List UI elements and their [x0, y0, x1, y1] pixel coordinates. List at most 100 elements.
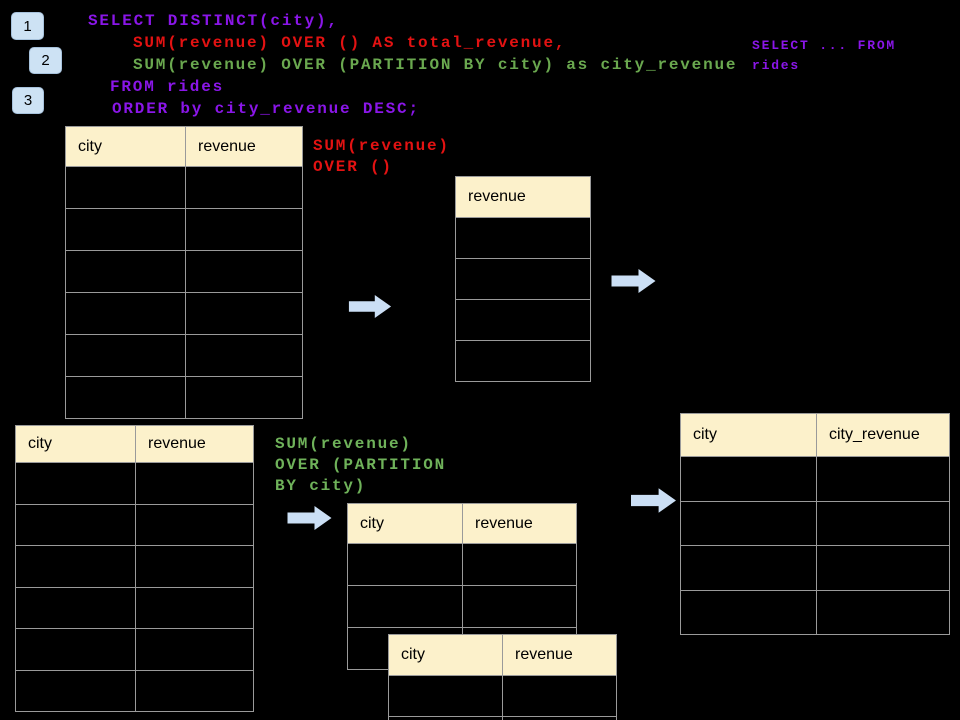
- empty-cell: [15, 587, 136, 629]
- arrow-right-icon: [631, 488, 676, 513]
- empty-cell: [136, 670, 254, 712]
- empty-cell: [15, 504, 136, 546]
- empty-cell: [503, 717, 617, 720]
- empty-cell: [463, 544, 577, 586]
- empty-cell: [15, 546, 136, 588]
- empty-cell: [455, 259, 591, 300]
- empty-cell: [65, 209, 186, 251]
- empty-cell: [186, 251, 303, 293]
- step-3-badge: 3: [12, 87, 44, 114]
- column-header: city: [15, 425, 136, 463]
- empty-cell: [136, 629, 254, 671]
- empty-cell: [65, 335, 186, 377]
- table-row: [65, 293, 303, 335]
- column-header: revenue: [136, 425, 254, 463]
- arrow-right-icon: [611, 269, 656, 293]
- step-1-badge: 1: [11, 12, 44, 40]
- empty-cell: [455, 218, 591, 259]
- table-row: [455, 300, 591, 341]
- arrow-right-icon: [287, 506, 332, 530]
- empty-cell: [680, 546, 817, 591]
- column-header: revenue: [503, 634, 617, 676]
- column-header: revenue: [463, 503, 577, 544]
- table-row: [65, 167, 303, 209]
- table-row: [15, 587, 254, 629]
- column-header: city: [347, 503, 463, 544]
- column-header: revenue: [186, 126, 303, 167]
- empty-cell: [15, 629, 136, 671]
- sql-line-city-revenue: SUM(revenue) OVER (PARTITION BY city) as…: [133, 56, 738, 74]
- table-row: [65, 251, 303, 293]
- column-header: city: [680, 413, 817, 457]
- table-row: [15, 463, 254, 505]
- empty-cell: [65, 293, 186, 335]
- column-header: city_revenue: [817, 413, 950, 457]
- empty-cell: [347, 544, 463, 586]
- annotation-sum-over-empty: SUM(revenue) OVER (): [313, 137, 450, 176]
- empty-cell: [136, 587, 254, 629]
- table-row: [680, 590, 950, 635]
- empty-cell: [186, 209, 303, 251]
- sql-line-total-revenue: SUM(revenue) OVER () AS total_revenue,: [133, 34, 567, 52]
- table-row: [455, 341, 591, 382]
- table-row: [388, 676, 617, 717]
- empty-cell: [455, 300, 591, 341]
- table-row: [455, 218, 591, 259]
- empty-cell: [455, 341, 591, 382]
- empty-cell: [503, 676, 617, 717]
- empty-cell: [65, 377, 186, 419]
- empty-cell: [817, 457, 950, 502]
- column-header: revenue: [455, 176, 591, 218]
- empty-cell: [65, 251, 186, 293]
- empty-cell: [817, 501, 950, 546]
- table-row: [455, 259, 591, 300]
- table-row: [65, 335, 303, 377]
- step-2-badge: 2: [29, 47, 62, 74]
- table-header-row: revenue: [455, 176, 591, 218]
- empty-cell: [388, 676, 503, 717]
- empty-cell: [347, 586, 463, 628]
- table-row: [15, 504, 254, 546]
- empty-cell: [186, 293, 303, 335]
- empty-cell: [388, 717, 503, 720]
- table-row: [680, 501, 950, 546]
- empty-cell: [15, 463, 136, 505]
- table-row: [65, 377, 303, 419]
- empty-cell: [680, 590, 817, 635]
- empty-cell: [680, 501, 817, 546]
- empty-cell: [136, 546, 254, 588]
- table-total-revenue-result: revenue: [455, 176, 591, 382]
- column-header: city: [388, 634, 503, 676]
- table-row: [15, 670, 254, 712]
- empty-cell: [136, 463, 254, 505]
- annotation-sum-over-partition: SUM(revenue) OVER (PARTITION BY city): [275, 435, 447, 495]
- side-note-select-from-rides: SELECT ... FROM rides: [752, 38, 897, 73]
- table-row: [347, 586, 577, 628]
- empty-cell: [186, 377, 303, 419]
- column-header: city: [65, 126, 186, 167]
- arrow-right-icon: [348, 295, 392, 318]
- sql-line-order-by: ORDER by city_revenue DESC;: [112, 100, 420, 118]
- empty-cell: [186, 335, 303, 377]
- table-row: [65, 209, 303, 251]
- table-row: [680, 457, 950, 502]
- table-row: [15, 629, 254, 671]
- empty-cell: [136, 504, 254, 546]
- table-row: [347, 544, 577, 586]
- sql-line-select: SELECT DISTINCT(city),: [88, 12, 339, 30]
- sql-line-from: FROM rides: [110, 78, 225, 96]
- empty-cell: [817, 546, 950, 591]
- empty-cell: [463, 586, 577, 628]
- empty-cell: [817, 590, 950, 635]
- empty-cell: [65, 167, 186, 209]
